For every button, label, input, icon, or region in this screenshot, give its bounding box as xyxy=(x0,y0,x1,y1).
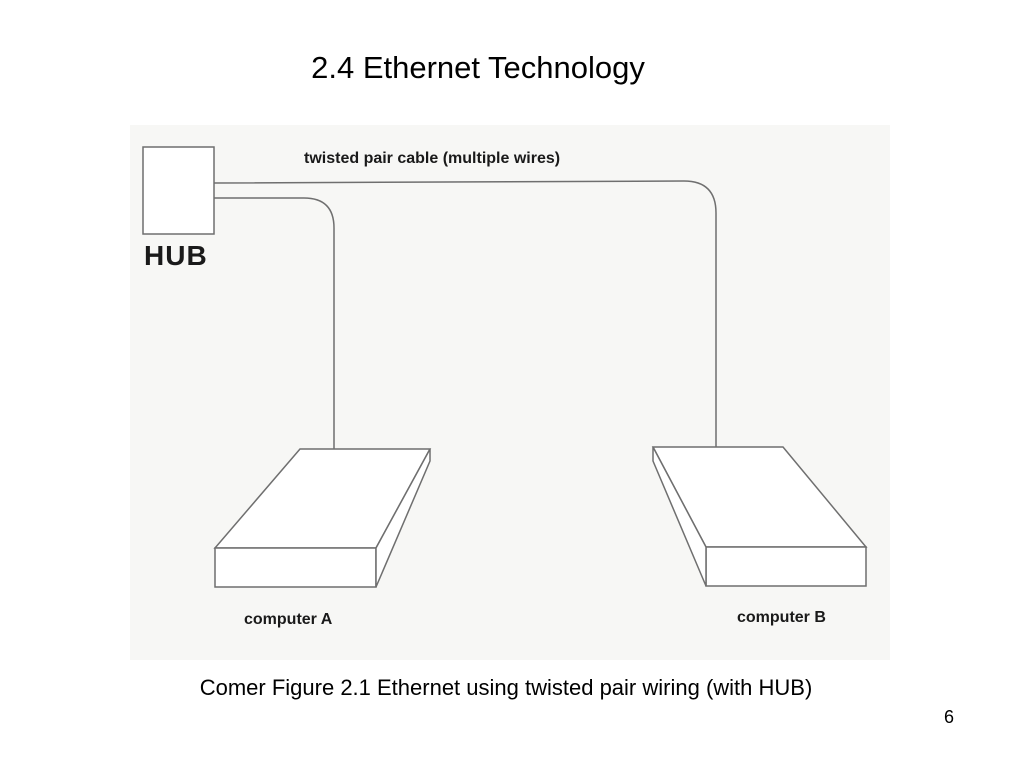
page-number: 6 xyxy=(944,707,955,727)
cable-label: twisted pair cable (multiple wires) xyxy=(304,150,561,167)
computer-b xyxy=(651,446,868,587)
computer-a-side xyxy=(375,448,431,588)
cable-to-computer-b xyxy=(213,180,717,447)
computer-b-label: computer B xyxy=(737,609,826,626)
hub-box xyxy=(142,146,215,235)
figure-caption: Comer Figure 2.1 Ethernet using twisted … xyxy=(199,675,813,700)
cable-to-computer-a xyxy=(214,197,335,451)
computer-a-label: computer A xyxy=(244,611,333,628)
computer-a xyxy=(213,448,432,588)
hub-label: HUB xyxy=(144,240,208,271)
computer-b-side xyxy=(652,446,707,587)
computer-b-front xyxy=(705,546,867,587)
slide-title: 2.4 Ethernet Technology xyxy=(311,50,645,85)
computer-a-front xyxy=(214,547,377,588)
